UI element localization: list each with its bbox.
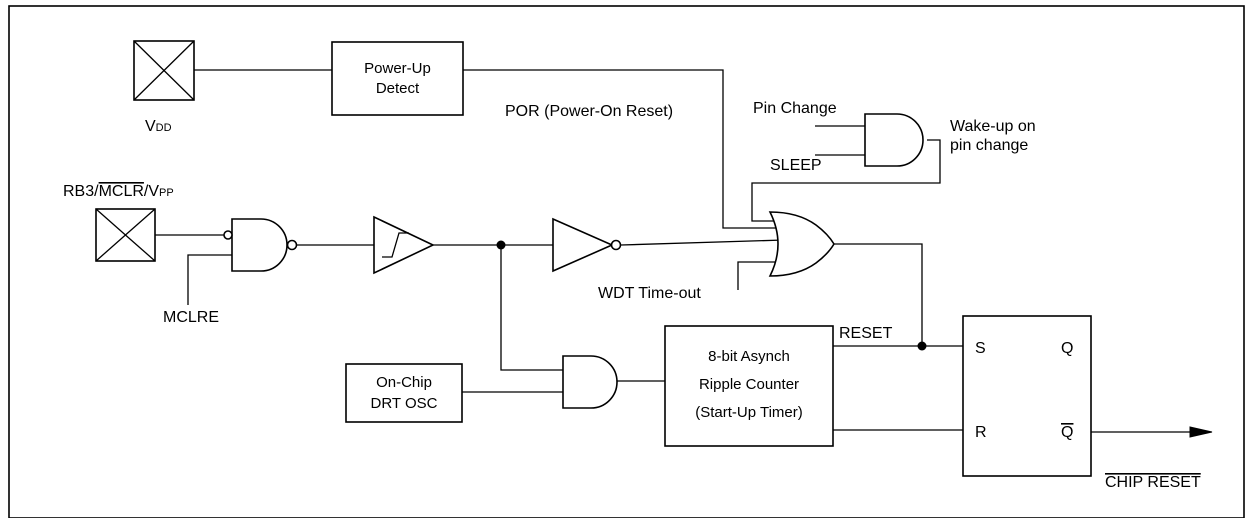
chip-reset-label: CHIP RESET (1105, 474, 1201, 491)
flipflop-s-label: S (975, 340, 986, 357)
wire-inv-to-or (620, 239, 785, 246)
ripple-counter-block (664, 325, 834, 447)
sr-flipflop-block (962, 315, 1092, 477)
wire-wdt (737, 261, 779, 290)
inverter-output-bubble (610, 239, 622, 251)
wire-wakeup (751, 139, 941, 222)
rb3-mclr-vpp-label: RB3/MCLR/VPP (63, 183, 174, 200)
wdt-timeout-label: WDT Time-out (598, 285, 701, 302)
por-label: POR (Power-On Reset) (505, 103, 673, 120)
power-up-label-line1: Power-Up (364, 60, 431, 77)
power-up-detect-block (331, 41, 464, 116)
nand-input-bubble (223, 230, 233, 240)
wires (155, 69, 1213, 438)
mclr-nand-gate (231, 218, 288, 272)
on-chip-label-line2: DRT OSC (371, 395, 438, 412)
power-up-label-line2: Detect (376, 80, 420, 97)
on-chip-drt-osc-block (345, 363, 463, 423)
rb3-pad (95, 208, 156, 262)
wakeup-label-line1: Wake-up on (950, 118, 1036, 135)
counter-label-line2: Ripple Counter (699, 376, 799, 393)
flipflop-qbar-label: Q (1061, 424, 1073, 441)
inverter-gate (552, 217, 614, 273)
mclre-label: MCLRE (163, 309, 219, 326)
junction-dot (496, 240, 506, 250)
vdd-pad (133, 40, 195, 101)
reset-or-gate (768, 211, 835, 277)
wakeup-label-line2: pin change (950, 137, 1028, 154)
schmitt-trigger-icon (382, 232, 409, 258)
wire-branch-to-and (500, 245, 563, 371)
osc-and-gate (562, 355, 618, 409)
sleep-label: SLEEP (770, 157, 822, 174)
diagram-frame (8, 5, 1245, 518)
junction-dot (917, 341, 927, 351)
flipflop-r-label: R (975, 424, 987, 441)
wire-por (463, 69, 784, 229)
vdd-label: VDD (145, 118, 172, 135)
counter-label-line1: 8-bit Asynch (708, 348, 790, 365)
reset-label: RESET (839, 325, 893, 342)
counter-label-line3: (Start-Up Timer) (695, 404, 803, 421)
wakeup-and-gate (864, 113, 924, 167)
on-chip-label-line1: On-Chip (376, 374, 432, 391)
nand-output-bubble (286, 239, 298, 251)
pin-change-label: Pin Change (753, 100, 837, 117)
schmitt-trigger-buffer (373, 215, 435, 275)
wire-or-out (834, 243, 923, 346)
output-arrow-icon (1189, 426, 1213, 438)
flipflop-q-label: Q (1061, 340, 1073, 357)
wire-mclre (187, 254, 232, 305)
